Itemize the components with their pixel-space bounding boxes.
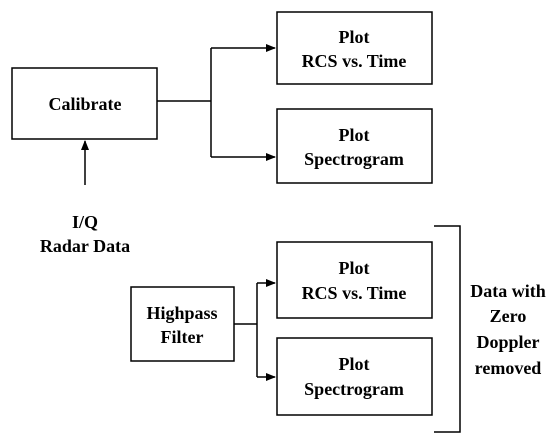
plot-spectrogram-top-label-line1: Plot bbox=[339, 125, 370, 145]
bracket-label-line3: Doppler bbox=[477, 332, 540, 352]
calibrate-box bbox=[11, 67, 158, 140]
plot-rcs-top-box bbox=[276, 11, 433, 85]
calibrate-node: Calibrate bbox=[11, 67, 158, 140]
plot-spectrogram-bottom-node: Plot Spectrogram bbox=[276, 337, 433, 416]
bracket bbox=[434, 225, 461, 433]
bracket-label-line1: Data with bbox=[470, 281, 546, 301]
plot-rcs-top-node: Plot RCS vs. Time bbox=[276, 11, 433, 85]
highpass-filter-node: Highpass Filter bbox=[130, 286, 235, 362]
plot-spectrogram-bottom-box bbox=[276, 337, 433, 416]
plot-rcs-bottom-box bbox=[276, 241, 433, 319]
plot-rcs-bottom-node: Plot RCS vs. Time bbox=[276, 241, 433, 319]
plot-spectrogram-top-box bbox=[276, 108, 433, 184]
bracket-label-line4: removed bbox=[475, 358, 542, 378]
bracket-label: Data with Zero Doppler removed bbox=[470, 281, 546, 378]
plot-spectrogram-top-label-line2: Spectrogram bbox=[304, 149, 404, 169]
input-label-line2: Radar Data bbox=[40, 236, 130, 256]
plot-spectrogram-bottom-label-line2: Spectrogram bbox=[304, 379, 404, 399]
input-label-line1: I/Q bbox=[72, 212, 98, 232]
plot-spectrogram-top-node: Plot Spectrogram bbox=[276, 108, 433, 184]
input-label: I/Q Radar Data bbox=[40, 212, 130, 256]
calibrate-label: Calibrate bbox=[49, 94, 122, 114]
highpass-filter-label-line1: Highpass bbox=[146, 303, 217, 323]
plot-rcs-top-label-line1: Plot bbox=[339, 27, 370, 47]
plot-rcs-top-label-line2: RCS vs. Time bbox=[302, 51, 407, 71]
plot-spectrogram-bottom-label-line1: Plot bbox=[339, 354, 370, 374]
bracket-label-line2: Zero bbox=[490, 306, 527, 326]
plot-rcs-bottom-label-line2: RCS vs. Time bbox=[302, 283, 407, 303]
highpass-filter-box bbox=[130, 286, 235, 362]
plot-rcs-bottom-label-line1: Plot bbox=[339, 258, 370, 278]
highpass-filter-label-line2: Filter bbox=[161, 327, 204, 347]
